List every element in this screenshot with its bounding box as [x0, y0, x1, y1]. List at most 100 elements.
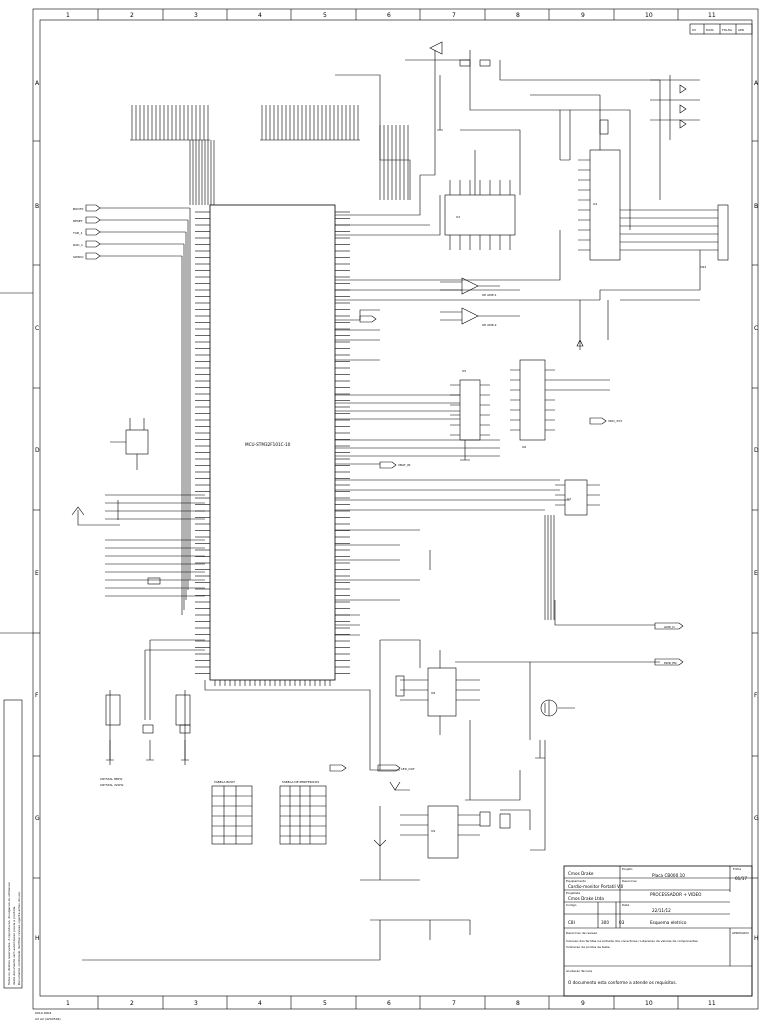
zone-row-g: G: [35, 815, 40, 822]
client-value: Cmos Drake Ltda: [568, 896, 604, 901]
left-input-connectors: BOOT0 RESET TXD_1 RXD_1 SWDIO: [72, 204, 191, 615]
outer-border: [32, 8, 759, 1010]
opamp-1-label: OP AMP-1: [482, 293, 497, 297]
project-label: Projeto: [622, 867, 633, 871]
top-right-diodes: [559, 75, 700, 161]
rev-value: 03: [619, 920, 625, 925]
changes-line-2: Indicacao de pontos de teste.: [566, 945, 610, 949]
right-output-connectors: VDD_3V3 GND_D PWR_EN VBAT_IN LED_OUT: [329, 315, 684, 772]
opamps: OP AMP-1 OP AMP-2: [440, 277, 520, 327]
ic-u5: U5: [450, 369, 490, 461]
sheet-number: 01/17: [735, 876, 747, 881]
zone-row-f-right: F: [754, 692, 758, 699]
sheet-label: Folha: [733, 867, 741, 871]
zone-col-2: 2: [130, 12, 134, 19]
row-zone-labels: A B C D E F G H A B C D E F G H: [35, 80, 759, 942]
side-notes-box: Todos os direitos reservados. A reproduc…: [3, 699, 23, 989]
ic-u2: U2: [444, 180, 516, 250]
zone-col-7: 7: [452, 12, 456, 19]
crystal-label-2: CRYSTAL 32kHz: [100, 783, 124, 787]
zone-col-9-bottom: 9: [581, 1000, 585, 1007]
zone-col-5-bottom: 5: [323, 1000, 327, 1007]
boot-table-title: TABELA BOOT: [213, 780, 235, 784]
peripheral-table-title: TABELA DE PERIFERICOS: [281, 780, 319, 784]
description-label: Descricao: [622, 879, 637, 883]
zone-row-c: C: [35, 325, 39, 332]
rev-col-rev: 03: [692, 28, 696, 32]
date-label: Data: [622, 903, 629, 907]
zone-col-6-bottom: 6: [387, 1000, 391, 1007]
rev-col-folha: FOLHA: [722, 28, 733, 32]
description-value: PROCESSADOR + VIDEO: [650, 892, 702, 897]
rev-col-data: DATA: [706, 28, 715, 32]
qty-value: 300: [601, 920, 609, 925]
zone-col-1: 1: [66, 12, 70, 19]
date-value: 22/11/12: [652, 908, 671, 913]
zone-col-4-bottom: 4: [258, 1000, 262, 1007]
mcu-left-pins: [195, 211, 210, 674]
left-bias-network: [71, 418, 205, 597]
zone-col-3: 3: [194, 12, 198, 19]
code-value: C8I: [568, 920, 575, 925]
net-vbat-in: VBAT_IN: [398, 463, 410, 467]
company-name: Cmos Drake: [568, 871, 594, 876]
rev-col-apr: APR: [738, 28, 744, 32]
opamp-2-label: OP AMP-2: [482, 323, 497, 327]
net-rxd: RXD_1: [73, 243, 83, 247]
right-bus-wiring: [204, 175, 600, 771]
top-zone-ticks: [97, 9, 679, 20]
net-pwr-en: PWR_EN: [664, 661, 677, 665]
net-vdd3v3: VDD_3V3: [608, 419, 622, 423]
net-swdio: SWDIO: [73, 255, 84, 259]
zone-row-e-right: E: [754, 570, 758, 577]
zone-row-a-right: A: [754, 80, 759, 87]
zone-row-f: F: [35, 692, 39, 699]
ic-u4-label: U4: [593, 202, 597, 206]
zone-col-10-bottom: 10: [645, 1000, 653, 1007]
zone-row-d-right: D: [754, 447, 759, 454]
decoupling-array-right: [260, 105, 409, 200]
zone-col-10: 10: [645, 12, 653, 19]
zone-row-c-right: C: [754, 325, 758, 332]
side-note-1: Todos os direitos reservados. A reproduc…: [7, 882, 11, 986]
equipment-label: Equipamento: [566, 879, 586, 883]
crystal-label-1: CRYSTAL 8MHz: [100, 777, 123, 781]
zone-col-2-bottom: 2: [130, 1000, 134, 1007]
ic-u7-label: U7: [567, 497, 571, 501]
ic-u6: U6: [510, 300, 610, 449]
outer-wiring: [335, 50, 701, 301]
mcu-chip: MCU-STM32F101C-10: [209, 204, 336, 681]
bottom-loop-wiring: [82, 720, 546, 961]
zone-row-g-right: G: [754, 815, 759, 822]
notes-text: O documento esta conforme a atende os re…: [568, 980, 677, 985]
client-label: Projetista: [566, 891, 580, 895]
net-reset: RESET: [73, 219, 83, 223]
ic-u6-label: U6: [522, 445, 526, 449]
zone-col-3-bottom: 3: [194, 1000, 198, 1007]
revision-box: 03 DATA FOLHA APR: [689, 23, 753, 35]
side-note-2: deste documento sem autorizacao previa e…: [12, 906, 16, 985]
ic-u9-label: U9: [431, 829, 435, 833]
mcu-bottom-pins: [214, 680, 331, 686]
approved-label: APROVADO: [732, 931, 749, 935]
zone-col-4: 4: [258, 12, 262, 19]
mcu-label: MCU-STM32F101C-10: [245, 442, 291, 447]
zone-col-6: 6: [387, 12, 391, 19]
top-regulator-section: [405, 41, 661, 230]
bottom-zone-ticks: [97, 996, 679, 1009]
inner-border: [39, 19, 753, 997]
net-gnd-d: GND_D: [664, 625, 675, 629]
project-value: Placa CB000.10: [652, 873, 685, 878]
zone-col-9: 9: [581, 12, 585, 19]
cn1-label: CN1: [700, 265, 706, 269]
footer-code: 0010-0004: [35, 1011, 51, 1015]
zone-row-h-right: H: [754, 935, 759, 942]
ic-u8-label: U8: [431, 691, 435, 695]
mcu-right-pins: [335, 211, 350, 674]
zone-col-8-bottom: 8: [516, 1000, 520, 1007]
decoupling-array-left: [130, 105, 215, 205]
ic-u7: U7: [429, 479, 655, 626]
footer-format: A3 A2 (420X594): [35, 1017, 61, 1021]
ic-u9-regulator: U9: [373, 770, 531, 870]
